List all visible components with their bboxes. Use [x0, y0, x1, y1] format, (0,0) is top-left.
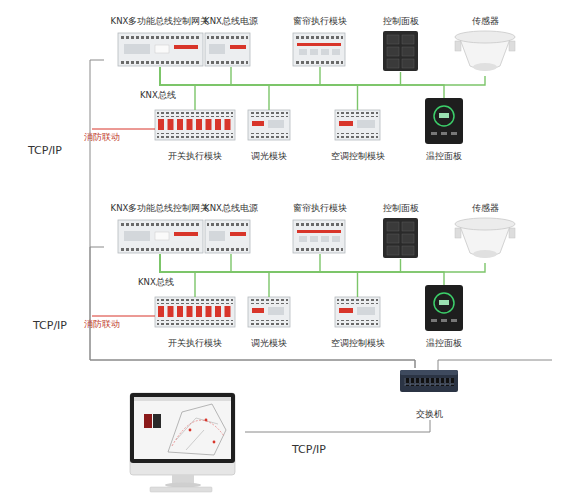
node-label: 空调控制模块 — [331, 151, 385, 162]
knx-bus-wire — [160, 254, 231, 272]
knx-bus-wire — [160, 254, 358, 297]
knx-block-upper — [92, 31, 515, 144]
knx-bus-wire — [160, 254, 401, 272]
power-supply-module: KNX总线电源 — [198, 203, 264, 254]
dimmer-module: 调光模块 — [246, 297, 292, 349]
computer-monitor — [130, 393, 235, 492]
node-label: 传感器 — [472, 16, 499, 27]
fire-link-label: 消防联动 — [84, 132, 120, 143]
control-panel: 控制面板 — [380, 16, 421, 72]
computer-cable — [245, 420, 430, 432]
node-label: KNX多功能总线控制网关 — [111, 203, 210, 214]
node-label: KNX总线电源 — [204, 203, 258, 214]
knx-bus-wire — [160, 67, 444, 98]
node-label: 温控面板 — [426, 338, 462, 349]
knx-bus-wire — [160, 67, 195, 110]
node-label: 传感器 — [472, 203, 499, 214]
node-label: KNX多功能总线控制网关 — [111, 16, 210, 27]
node-label: 调光模块 — [251, 151, 287, 162]
network-switch: 交换机 — [396, 368, 462, 420]
knx-block-lower — [92, 218, 515, 331]
power-supply-module: KNX总线电源 — [198, 16, 264, 67]
node-label: 交换机 — [416, 409, 443, 420]
network-cable — [90, 247, 415, 368]
ac-control-module: 空调控制模块 — [329, 110, 386, 162]
thermostat-panel: 温控面板 — [422, 98, 466, 162]
ac-control-module: 空调控制模块 — [329, 297, 386, 349]
fire-link-label: 消防联动 — [84, 319, 120, 330]
node-label: 窗帘执行模块 — [293, 203, 347, 214]
uplink-cable — [438, 360, 552, 370]
switch-actuator-module: 开关执行模块 — [155, 110, 235, 162]
sensor-unit: 传感器 — [455, 16, 515, 76]
gateway-module: KNX多功能总线控制网关 — [104, 16, 216, 67]
curtain-actuator-module: 窗帘执行模块 — [289, 203, 351, 254]
node-label: 调光模块 — [251, 338, 287, 349]
knx-bus-wire — [160, 254, 320, 272]
node-label: 控制面板 — [383, 16, 419, 27]
bus-label: KNX总线 — [138, 277, 174, 288]
knx-bus-wire — [160, 254, 485, 272]
network-label: TCP/IP — [292, 443, 326, 456]
knx-bus-wire — [160, 67, 320, 85]
network-switch-device — [400, 370, 458, 392]
node-label: KNX总线电源 — [204, 16, 258, 27]
node-label: 温控面板 — [426, 151, 462, 162]
gateway-module: KNX多功能总线控制网关 — [104, 203, 216, 254]
connector-label: TCP/IP — [33, 319, 67, 332]
knx-bus-wire — [160, 67, 401, 85]
thermostat-panel: 温控面板 — [422, 285, 466, 349]
bus-label: KNX总线 — [140, 90, 176, 101]
knx-bus-wire — [160, 254, 195, 297]
knx-bus-wire — [160, 254, 444, 285]
network-cable — [90, 60, 415, 368]
knx-bus-wire — [160, 67, 485, 85]
node-label: 控制面板 — [383, 203, 419, 214]
node-label: 空调控制模块 — [331, 338, 385, 349]
curtain-actuator-module: 窗帘执行模块 — [289, 16, 351, 67]
switch-actuator-module: 开关执行模块 — [155, 297, 235, 349]
knx-bus-wire — [160, 67, 358, 110]
knx-bus-wire — [160, 254, 269, 297]
control-panel: 控制面板 — [380, 203, 421, 259]
node-label: 开关执行模块 — [168, 151, 222, 162]
knx-bus-wire — [160, 67, 231, 85]
connector-label: TCP/IP — [28, 144, 62, 157]
node-label: 开关执行模块 — [168, 338, 222, 349]
sensor-unit: 传感器 — [455, 203, 515, 263]
knx-bus-wire — [160, 67, 269, 110]
dimmer-module: 调光模块 — [246, 110, 292, 162]
node-label: 窗帘执行模块 — [293, 16, 347, 27]
